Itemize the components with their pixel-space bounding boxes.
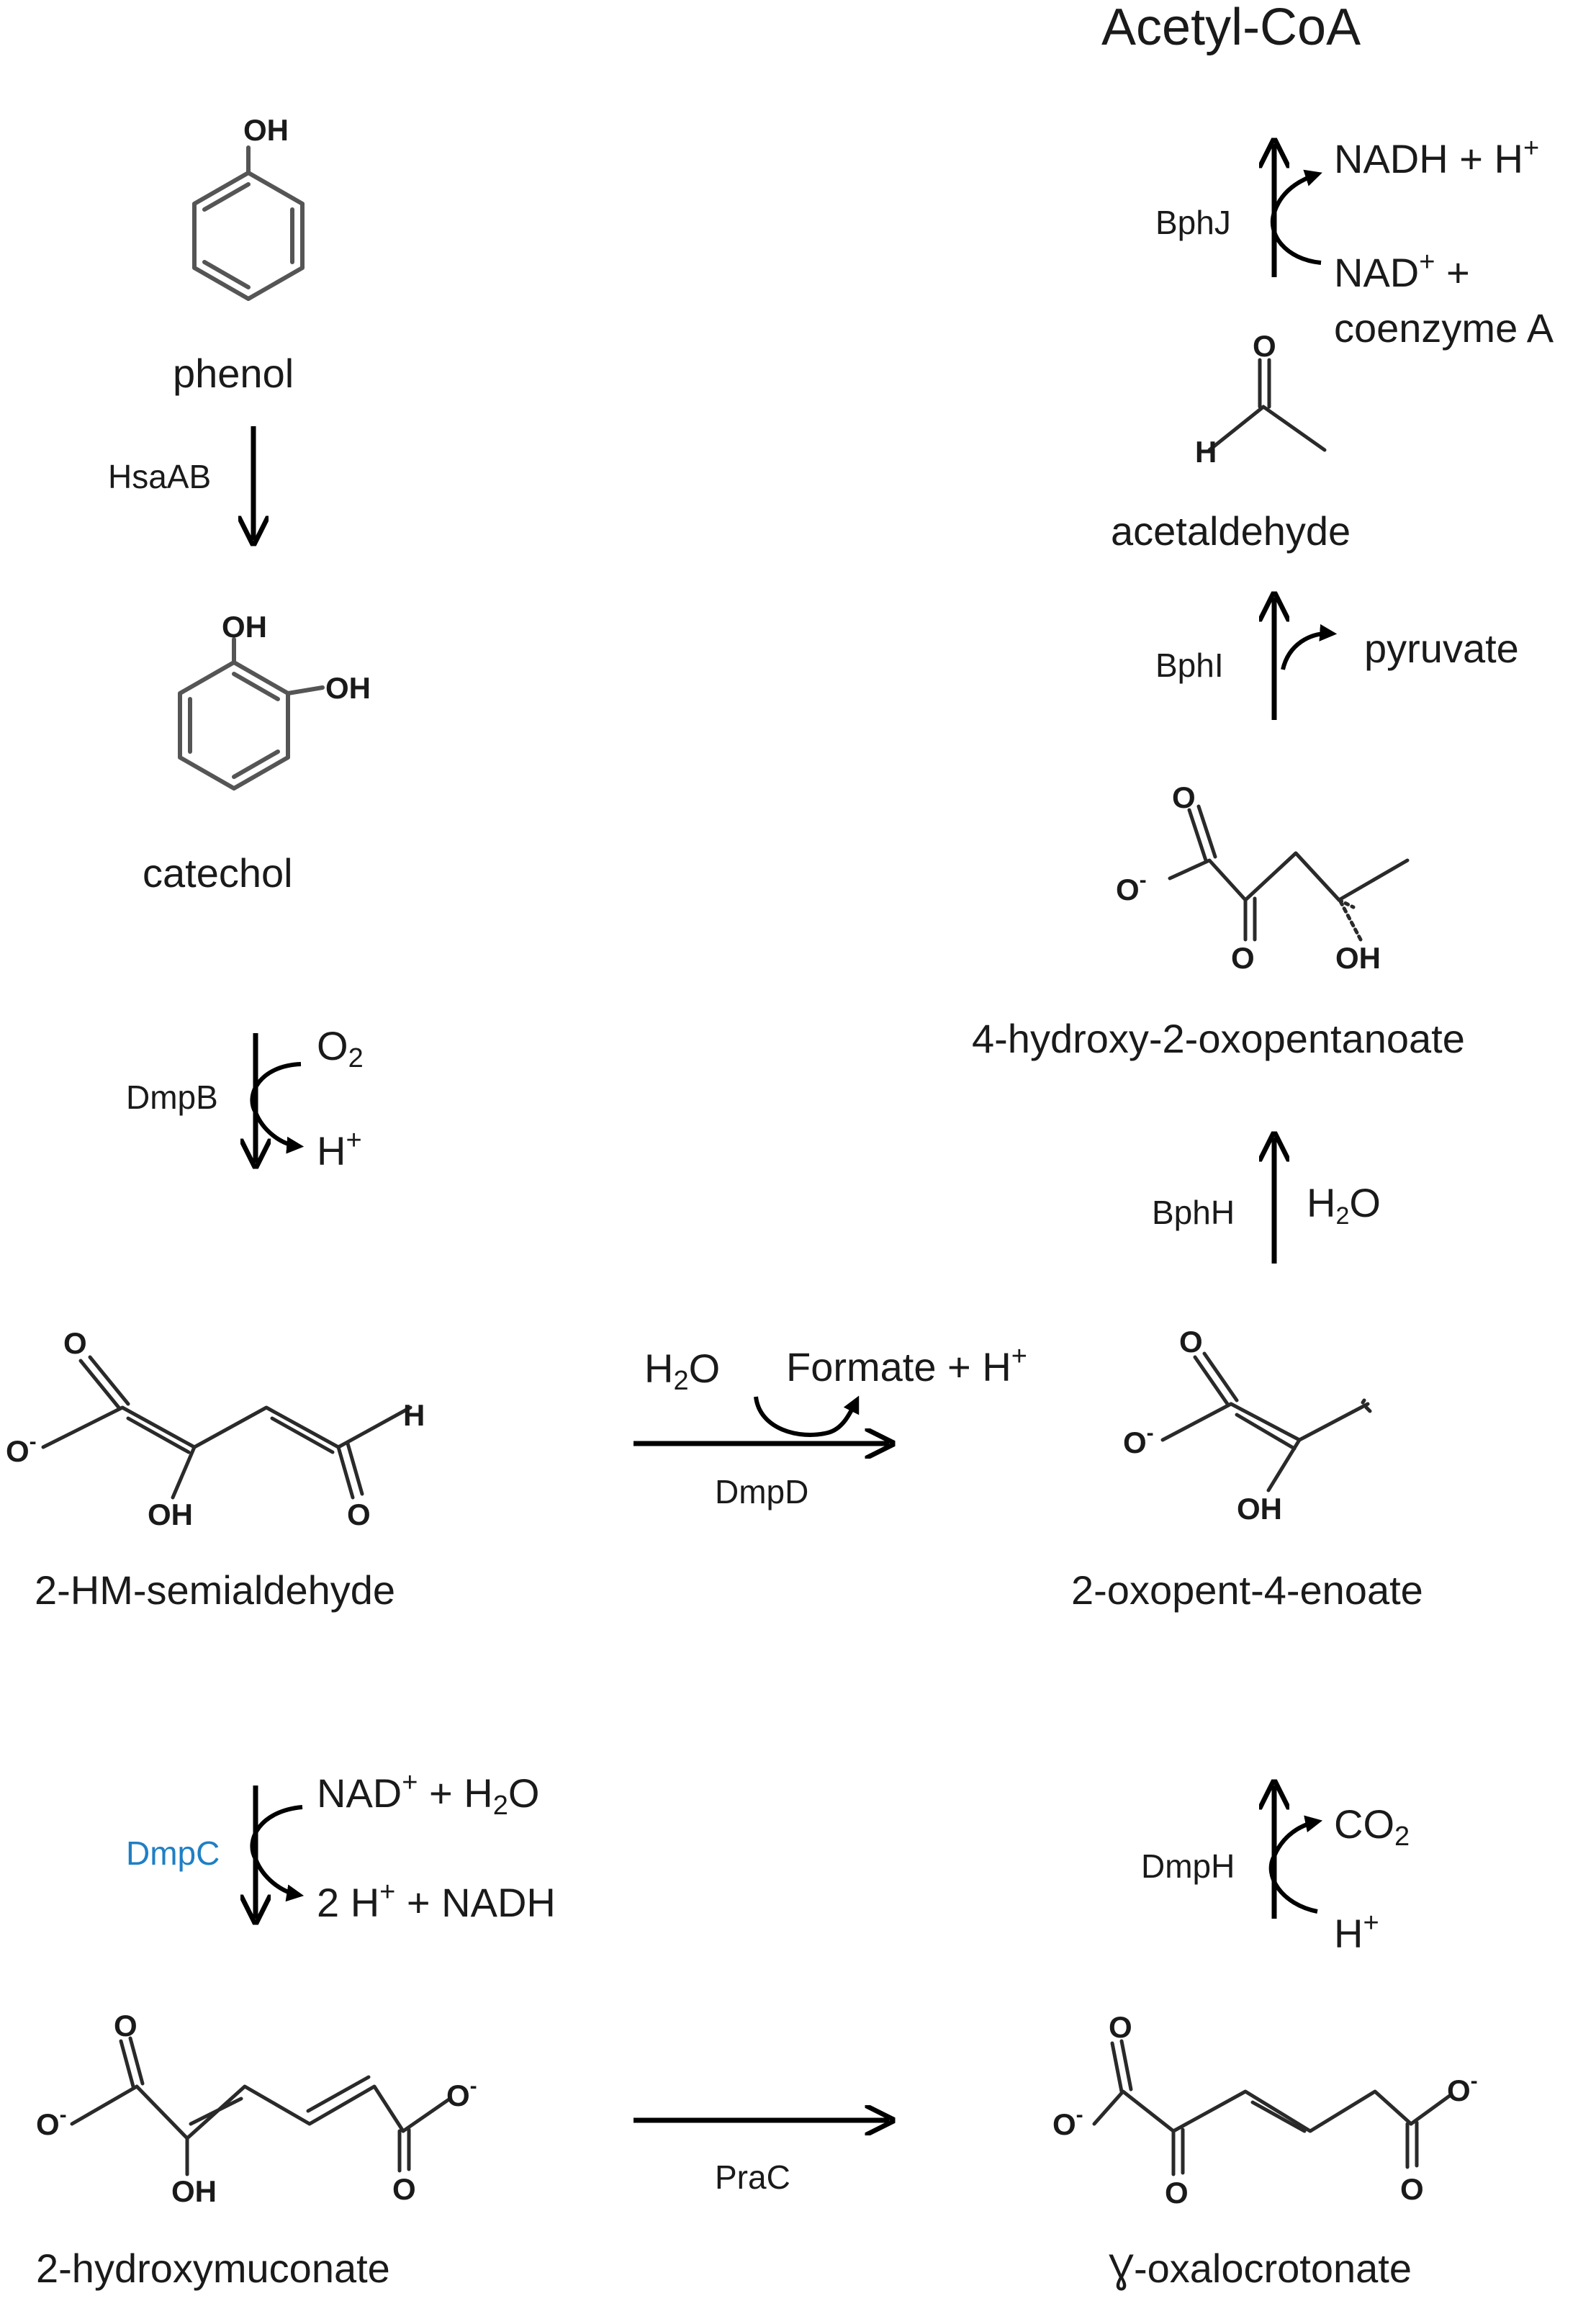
phenol-label: phenol (173, 351, 294, 396)
catechol-oh-2: OH (325, 671, 371, 705)
bphj-label: BphJ (1155, 204, 1231, 241)
phenol-structure: OH (192, 113, 305, 301)
hydroxyoxopentanoate-label: 4-hydroxy-2-oxopentanoate (972, 1016, 1465, 1061)
hsaab-label: HsaAB (108, 458, 211, 495)
prac-label: PraC (715, 2158, 790, 2196)
dmpd-h2o: H2O (644, 1346, 720, 1396)
oxalocrotonate-o-minus-left: O- (1052, 2103, 1083, 2141)
oxopentenoate-o-top: O (1179, 1325, 1203, 1359)
acetaldehyde-label: acetaldehyde (1111, 508, 1351, 554)
oxalocrotonate-o-top: O (1109, 2010, 1132, 2044)
hydroxyoxopentanoate-o-minus: O- (1116, 868, 1147, 906)
bphj-curve (1270, 169, 1322, 265)
phenol-oh: OH (243, 113, 289, 147)
dmpc-label: DmpC (126, 1834, 220, 1872)
dmpb-label: DmpB (126, 1079, 218, 1116)
bphj-nad: NAD+ + (1334, 247, 1470, 295)
dmpc-curve (250, 1805, 305, 1902)
hydroxyoxopentanoate-oh: OH (1335, 941, 1381, 975)
dmpd-formate: Formate + H+ (786, 1341, 1027, 1390)
semialdehyde-label: 2-HM-semialdehyde (35, 1567, 395, 1613)
oxalocrotonate-structure: O O- O O O- (1052, 2010, 1478, 2210)
hydroxymuconate-label: 2-hydroxymuconate (36, 2246, 390, 2291)
hydroxymuconate-o-top: O (114, 2009, 137, 2043)
oxalocrotonate-label: Ɣ-oxalocrotonate (1109, 2246, 1412, 2291)
acetaldehyde-h: H (1195, 435, 1217, 469)
dmpb-o2: O2 (317, 1023, 364, 1073)
bphj-nadh: NADH + H+ (1334, 133, 1539, 181)
semialdehyde-h: H (403, 1398, 425, 1432)
bphh-h2o: H2O (1307, 1180, 1381, 1230)
hydroxyoxopentanoate-o-top: O (1172, 780, 1196, 814)
hydroxymuconate-o-bottom: O (392, 2172, 416, 2206)
dmpd-label: DmpD (715, 1473, 808, 1510)
dmpb-hplus: H+ (317, 1125, 362, 1174)
dmph-hplus: H+ (1334, 1908, 1379, 1956)
hydroxyoxopentanoate-o-ketone: O (1231, 941, 1255, 975)
dmph-label: DmpH (1141, 1847, 1235, 1885)
dmpd-curve (754, 1395, 860, 1437)
dmpb-curve (250, 1062, 305, 1154)
catechol-oh-1: OH (222, 610, 267, 644)
semialdehyde-o-bottom: O (347, 1498, 371, 1531)
dmpc-2h-nadh: 2 H+ + NADH (317, 1877, 556, 1925)
oxopentenoate-structure: O O- OH (1123, 1325, 1372, 1526)
dmph-curve (1268, 1815, 1323, 1914)
bphi-pyruvate: pyruvate (1364, 626, 1519, 671)
semialdehyde-o-top: O (63, 1326, 87, 1360)
oxalocrotonate-o-bottom: O (1400, 2172, 1424, 2206)
hydroxymuconate-o-minus-right: O- (446, 2074, 477, 2112)
acetyl-coa-label: Acetyl-CoA (1101, 0, 1361, 56)
acetaldehyde-structure: O H (1195, 329, 1327, 469)
hydroxymuconate-structure: O O- OH O O- (36, 2009, 477, 2208)
acetaldehyde-o: O (1253, 329, 1276, 363)
oxalocrotonate-o-minus-right: O- (1447, 2069, 1478, 2107)
bphh-label: BphH (1152, 1194, 1235, 1231)
catechol-structure: OH OH (178, 610, 371, 791)
hydroxymuconate-oh: OH (171, 2174, 217, 2208)
oxopentenoate-oh: OH (1237, 1492, 1282, 1526)
hydroxyoxopentanoate-structure: O O- O OH (1116, 780, 1410, 975)
bphj-coenzyme-a: coenzyme A (1334, 305, 1554, 351)
bphi-label: BphI (1155, 647, 1224, 684)
oxopentenoate-o-minus: O- (1123, 1421, 1154, 1459)
semialdehyde-structure: O O- OH H O (6, 1326, 425, 1531)
hydroxymuconate-o-minus-left: O- (36, 2103, 67, 2141)
dmph-co2: CO2 (1334, 1801, 1410, 1852)
semialdehyde-oh: OH (148, 1498, 193, 1531)
bphi-curve (1281, 623, 1338, 670)
catechol-label: catechol (143, 850, 293, 896)
oxalocrotonate-o-ketone: O (1165, 2176, 1189, 2210)
semialdehyde-o-minus: O- (6, 1430, 37, 1468)
oxopentenoate-label: 2-oxopent-4-enoate (1071, 1567, 1423, 1613)
dmpc-nad-h2o: NAD+ + H2O (317, 1768, 539, 1821)
